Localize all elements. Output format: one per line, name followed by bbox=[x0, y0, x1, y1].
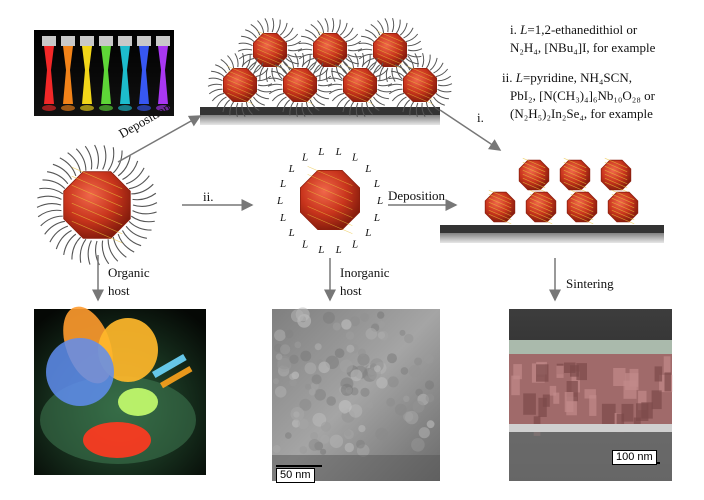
note-i-marker: i. bbox=[510, 22, 517, 37]
nanocrystal-film-right bbox=[525, 189, 557, 225]
vial bbox=[101, 46, 111, 104]
nanocrystal-film-right bbox=[484, 189, 516, 225]
ligand-label: L bbox=[276, 195, 283, 207]
note-ii-line2: PbI₂, [N(CH₃)₄]₆Nb₁₀O₂₈ or bbox=[510, 88, 655, 103]
note-ii-line1: =pyridine, NH₄SCN, bbox=[522, 70, 632, 85]
substrate-top bbox=[200, 107, 440, 115]
scale-bar-middle-label: 50 nm bbox=[276, 468, 315, 483]
vial bbox=[158, 46, 168, 104]
ligand-label: L bbox=[335, 146, 342, 158]
ligand-label: L bbox=[301, 238, 308, 250]
nanocrystal-film-right bbox=[566, 189, 598, 225]
nanocrystal-film-top bbox=[237, 17, 303, 83]
tem-image bbox=[272, 307, 440, 481]
nanocrystal-film-right bbox=[559, 157, 591, 193]
ligand-label: L bbox=[317, 244, 324, 256]
ligand-label: L bbox=[364, 227, 371, 239]
luminescent-discs-photo bbox=[34, 306, 206, 475]
ligand-label: L bbox=[301, 152, 308, 164]
nanocrystal-film-right bbox=[600, 157, 632, 193]
vial bbox=[139, 46, 149, 104]
sem-cross-section bbox=[509, 309, 673, 481]
vial bbox=[44, 46, 54, 104]
ligand-label: L bbox=[288, 163, 295, 175]
sintering-label: Sintering bbox=[566, 276, 614, 291]
ligand-label: L bbox=[351, 152, 358, 164]
ligand-label: L bbox=[288, 227, 295, 239]
arrow-step-i bbox=[439, 109, 502, 151]
vial bbox=[63, 46, 73, 104]
ligand-label: L bbox=[373, 212, 380, 224]
note-i-line2: N₂H₄, [NBu₄]I, for example bbox=[510, 40, 656, 55]
nanocrystal-film-top bbox=[267, 52, 333, 118]
deposition-mid-label: Deposition bbox=[388, 188, 446, 203]
arrow-deposition-top bbox=[117, 115, 202, 163]
note-ii-ligand: L bbox=[515, 70, 523, 85]
nanocrystal-film-top bbox=[207, 52, 273, 118]
nanocrystal-film-top bbox=[327, 52, 393, 118]
ligand-label: L bbox=[335, 244, 342, 256]
step-i-label: i. bbox=[477, 110, 484, 125]
nanocrystal-film-top bbox=[387, 52, 453, 118]
note-i-line1: =1,2-ethanedithiol or bbox=[527, 22, 638, 37]
note-ii-line3: (N₂H₅)₂In₂Se₄, for example bbox=[510, 106, 653, 121]
vials-photo bbox=[34, 30, 174, 116]
scale-bar-middle-line bbox=[276, 465, 322, 467]
ligand-label: L bbox=[376, 195, 383, 207]
vial bbox=[82, 46, 92, 104]
nanocrystal-film-right bbox=[518, 157, 550, 193]
ligand-label: L bbox=[364, 163, 371, 175]
ligand-label: L bbox=[351, 238, 358, 250]
note-ii-marker: ii. bbox=[502, 70, 513, 85]
inorganic-host-label-1: Inorganic bbox=[340, 265, 390, 280]
scale-bar-right-label: 100 nm bbox=[612, 450, 657, 465]
substrate-right bbox=[440, 225, 664, 233]
inorganic-host-label-2: host bbox=[340, 283, 362, 298]
ligand-label: L bbox=[317, 146, 324, 158]
step-ii-label: ii. bbox=[203, 189, 214, 204]
organic-host-label-1: Organic bbox=[108, 265, 150, 280]
nanocrystal-organic-ligands bbox=[36, 144, 158, 266]
ligand-label: L bbox=[279, 212, 286, 224]
vial bbox=[120, 46, 130, 104]
note-i-ligand: L bbox=[520, 22, 528, 37]
organic-host-label-2: host bbox=[108, 283, 130, 298]
ligand-label: L bbox=[279, 178, 286, 190]
nanocrystal-film-right bbox=[607, 189, 639, 225]
ligand-label: L bbox=[373, 178, 380, 190]
